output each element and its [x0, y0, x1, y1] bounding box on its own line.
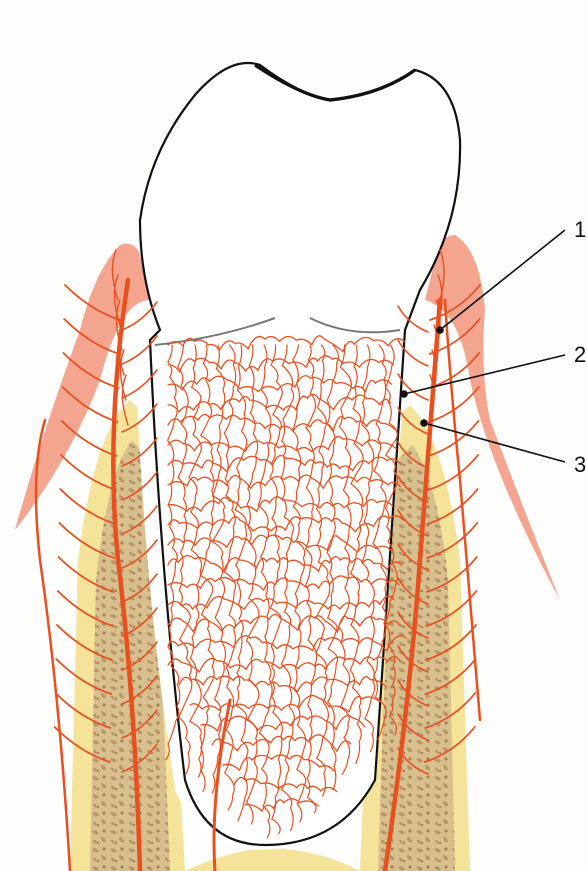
label-1: 1 — [574, 217, 586, 242]
label-2: 2 — [574, 342, 586, 367]
label-3: 3 — [574, 452, 586, 477]
